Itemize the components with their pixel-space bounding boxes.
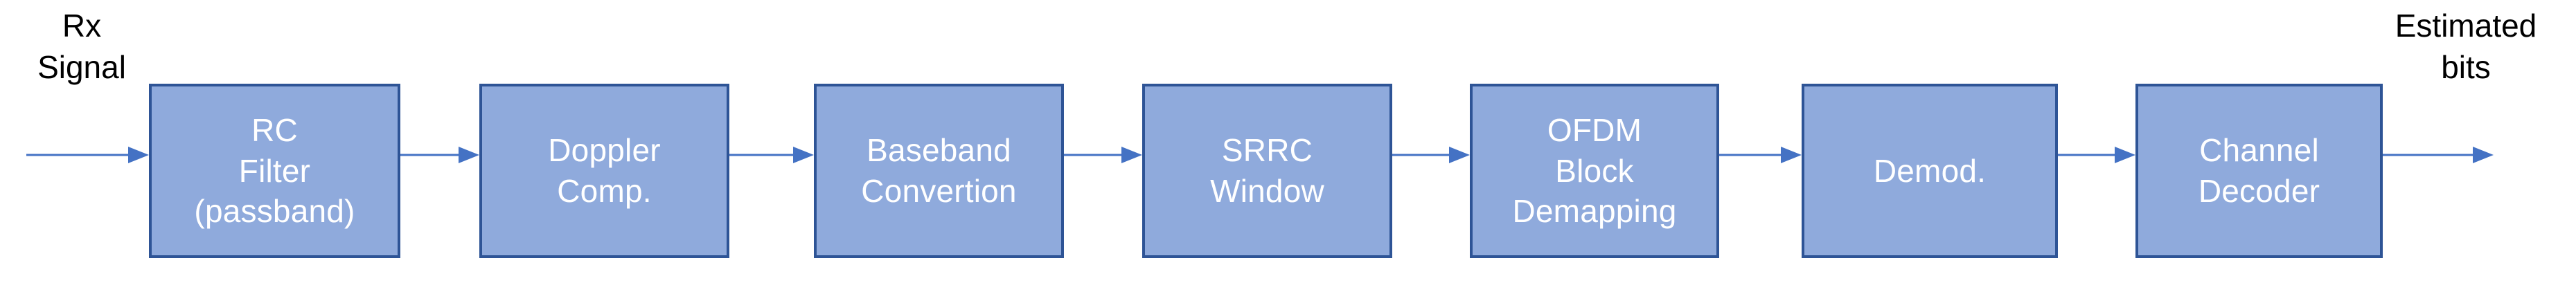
arrow-doppler-to-baseband <box>729 143 814 167</box>
arrow-demod-to-decoder <box>2058 143 2135 167</box>
output-bits-label: Estimated bits <box>2359 6 2573 89</box>
arrow-output-arrow <box>2383 143 2494 167</box>
block-demod[interactable]: Demod. <box>1802 84 2058 258</box>
output-bits-label-line1: Estimated <box>2395 8 2537 44</box>
block-baseband-convertion-line-2: Convertion <box>861 173 1017 209</box>
block-channel-decoder-line-2: Decoder <box>2198 173 2320 209</box>
block-srrc-window[interactable]: SRRC Window <box>1142 84 1392 258</box>
input-signal-label-line2: Signal <box>37 48 126 85</box>
block-ofdm-block-demapping-line-3: Demapping <box>1512 193 1677 230</box>
arrow-srrc-to-ofdm <box>1392 143 1470 167</box>
arrow-input-arrow <box>26 143 149 167</box>
arrow-ofdm-to-demod <box>1719 143 1802 167</box>
block-demod-line-1: Demod. <box>1873 152 1987 189</box>
arrow-baseband-to-srrc <box>1064 143 1142 167</box>
block-ofdm-block-demapping-line-2: Block <box>1555 152 1634 189</box>
block-ofdm-block-demapping-line-1: OFDM <box>1547 111 1642 148</box>
block-rc-filter[interactable]: RC Filter (passband) <box>149 84 400 258</box>
block-srrc-window-line-1: SRRC <box>1221 132 1313 169</box>
block-doppler-comp-line-2: Comp. <box>557 173 652 209</box>
input-signal-label-line1: Rx <box>62 8 102 44</box>
block-channel-decoder-line-1: Channel <box>2199 132 2319 169</box>
output-bits-label-line2: bits <box>2441 48 2491 85</box>
arrow-rc-to-doppler <box>400 143 479 167</box>
block-srrc-window-line-2: Window <box>1210 173 1324 209</box>
block-doppler-comp-line-1: Doppler <box>548 132 661 169</box>
block-rc-filter-line-3: (passband) <box>194 193 355 230</box>
input-signal-label: Rx Signal <box>12 6 151 89</box>
block-baseband-convertion-line-1: Baseband <box>867 132 1011 169</box>
block-rc-filter-line-2: Filter <box>238 152 311 189</box>
block-rc-filter-line-1: RC <box>251 111 298 148</box>
